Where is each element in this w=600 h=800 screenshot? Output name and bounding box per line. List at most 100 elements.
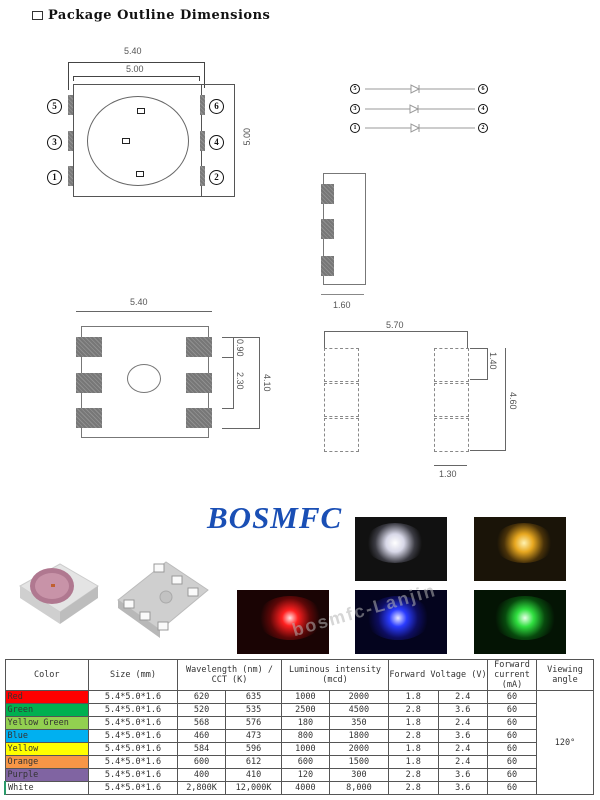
current-cell: 60: [487, 755, 537, 769]
table-row: White 5.4*5.0*1.6 2,800K 12,000K 4000 8,…: [4, 781, 594, 795]
color-cell: Green: [4, 703, 89, 717]
header-angle: Viewing angle: [536, 659, 594, 691]
pin-label: 4: [478, 104, 488, 114]
dim-footprint-width: 5.70: [386, 320, 404, 330]
dim-line: [76, 311, 212, 312]
current-cell: 60: [487, 729, 537, 743]
pin-label: 5: [47, 99, 62, 114]
wl-max-cell: 576: [225, 716, 282, 730]
lum-min-cell: 600: [281, 755, 330, 769]
dim-width-inner: 5.00: [126, 64, 144, 74]
wl-max-cell: 596: [225, 742, 282, 756]
footprint-pad: [324, 383, 359, 417]
package-body-extension: [200, 84, 235, 197]
lead-pad: [68, 95, 73, 115]
led-photo-bottom: [110, 548, 210, 638]
v-max-cell: 3.6: [437, 781, 488, 795]
current-cell: 60: [487, 703, 537, 717]
header-luminous: Luminous intensity (mcd): [281, 659, 389, 691]
dim-pad-span: 4.10: [262, 374, 272, 392]
dim-line: [73, 76, 200, 77]
lum-min-cell: 120: [281, 768, 330, 782]
dim-line: [434, 465, 467, 466]
photo-red-led: [237, 590, 329, 654]
current-cell: 60: [487, 690, 537, 704]
led-package-top-icon: [19, 563, 99, 624]
table-row: Yellow Green 5.4*5.0*1.6 568 576 180 350…: [4, 716, 594, 730]
dim-line: [222, 337, 260, 338]
dim-thickness: 1.60: [333, 300, 351, 310]
dim-line: [68, 62, 204, 63]
current-cell: 60: [487, 742, 537, 756]
v-min-cell: 2.8: [388, 703, 439, 717]
footprint-pad: [324, 348, 359, 382]
lens-circle: [87, 96, 189, 186]
solder-pad: [76, 408, 102, 428]
footprint-pad: [434, 348, 469, 382]
lum-min-cell: 800: [281, 729, 330, 743]
lum-max-cell: 350: [328, 716, 390, 730]
dim-line: [470, 348, 488, 349]
wl-max-cell: 12,000K: [225, 781, 282, 795]
lum-min-cell: 2500: [281, 703, 330, 717]
solder-pad: [186, 373, 212, 393]
pin-label: 6: [209, 99, 224, 114]
table-header-row: Color Size (mm) Wavelength (nm) / CCT (K…: [4, 659, 594, 691]
dim-width: 5.40: [130, 297, 148, 307]
dim-line: [222, 428, 260, 429]
lum-max-cell: 4500: [328, 703, 390, 717]
dim-line: [222, 357, 234, 358]
wl-min-cell: 600: [176, 755, 227, 769]
table-row: Yellow 5.4*5.0*1.6 584 596 1000 2000 1.8…: [4, 742, 594, 756]
table-row: Orange 5.4*5.0*1.6 600 612 600 1500 1.8 …: [4, 755, 594, 769]
color-cell: Red: [4, 690, 89, 704]
solder-pad: [76, 337, 102, 357]
wl-max-cell: 410: [225, 768, 282, 782]
photo-amber-led: [474, 517, 566, 581]
solder-pad: [186, 408, 212, 428]
dim-line: [470, 450, 506, 451]
color-cell: Yellow Green: [4, 716, 89, 730]
dim-line: [505, 348, 506, 451]
v-min-cell: 2.8: [388, 781, 439, 795]
solder-pad: [186, 337, 212, 357]
size-cell: 5.4*5.0*1.6: [88, 755, 178, 769]
diode-icon-group: [365, 84, 475, 133]
header-current: Forward current (mA): [487, 659, 537, 691]
pin-label: 1: [47, 170, 62, 185]
v-min-cell: 2.8: [388, 729, 439, 743]
dim-line: [321, 294, 364, 295]
photo-blue-led: [355, 590, 447, 654]
wl-min-cell: 400: [176, 768, 227, 782]
polarity-circle: [127, 364, 161, 393]
wl-max-cell: 635: [225, 690, 282, 704]
v-min-cell: 1.8: [388, 716, 439, 730]
dim-line: [470, 379, 488, 380]
table-row: Blue 5.4*5.0*1.6 460 473 800 1800 2.8 3.…: [4, 729, 594, 743]
dim-line: [324, 331, 325, 349]
lum-max-cell: 2000: [328, 742, 390, 756]
footprint-pad: [434, 383, 469, 417]
checkbox-square-icon: [32, 11, 43, 20]
photo-green-led: [474, 590, 566, 654]
wl-min-cell: 620: [176, 690, 227, 704]
lead-pad: [321, 219, 334, 239]
viewing-angle-cell: 120°: [536, 690, 594, 795]
wl-max-cell: 535: [225, 703, 282, 717]
dim-width-outer: 5.40: [124, 46, 142, 56]
solder-pad: [76, 373, 102, 393]
pin-label: 1: [350, 123, 360, 133]
led-package-bottom-icon: [117, 561, 209, 638]
wl-min-cell: 460: [176, 729, 227, 743]
dim-line: [233, 337, 234, 409]
v-min-cell: 1.8: [388, 690, 439, 704]
dim-pad-pitch: 2.30: [235, 372, 245, 390]
current-cell: 60: [487, 716, 537, 730]
lum-max-cell: 2000: [328, 690, 390, 704]
size-cell: 5.4*5.0*1.6: [88, 781, 178, 795]
color-cell: White: [4, 781, 89, 795]
header-color: Color: [4, 659, 89, 691]
pin-label: 4: [209, 135, 224, 150]
pin-label: 3: [350, 104, 360, 114]
footprint-pad: [324, 418, 359, 452]
